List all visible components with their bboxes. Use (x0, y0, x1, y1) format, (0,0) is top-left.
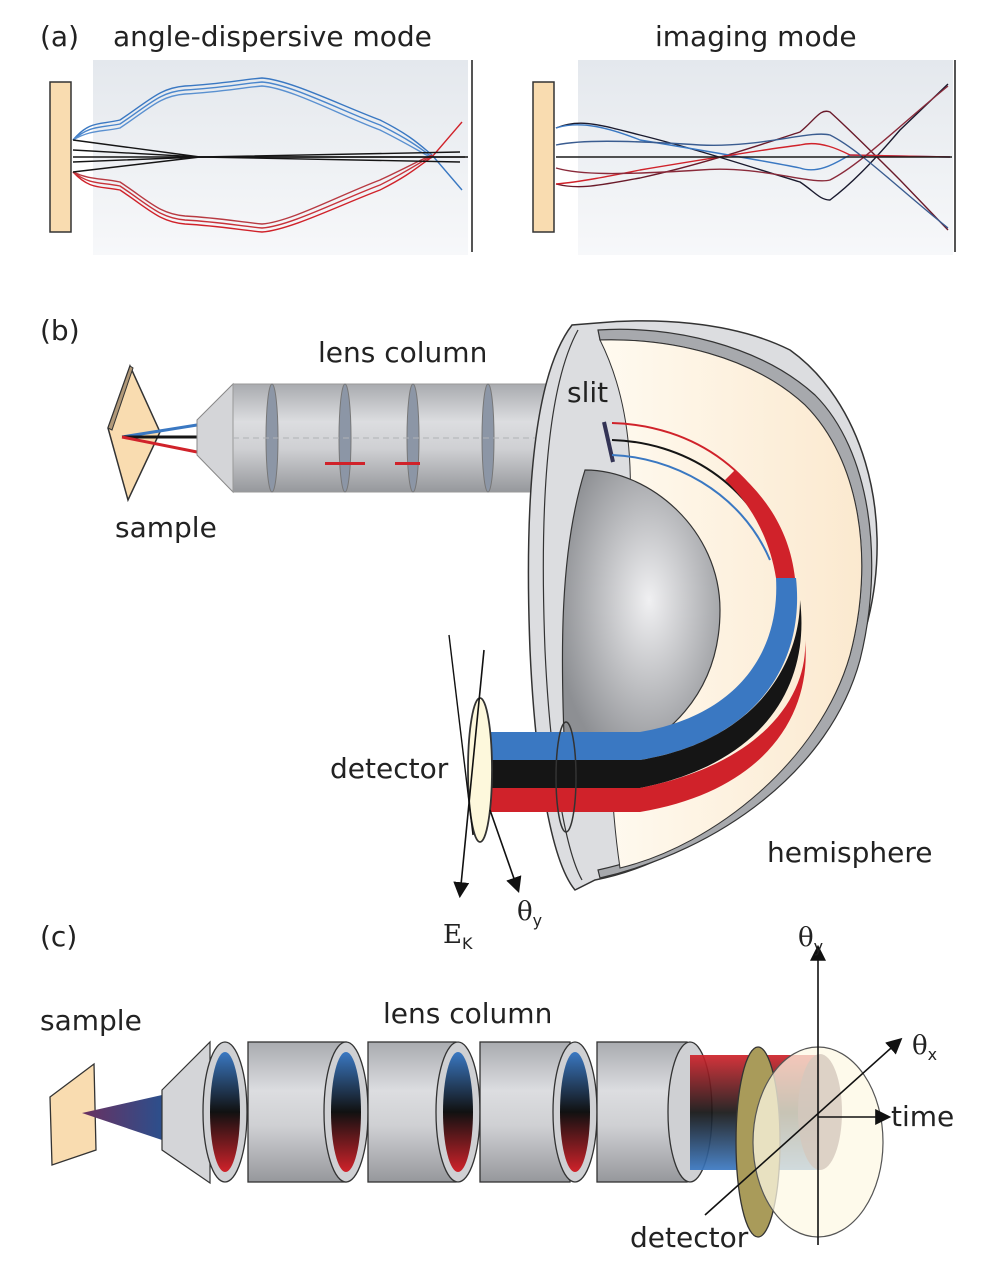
lens-segment (323, 1041, 369, 1183)
hemisphere-label: hemisphere (767, 836, 932, 869)
time-axis-label: time (891, 1100, 954, 1133)
panel-c-label: (c) (40, 920, 77, 953)
hemisphere-analyzer: slit (482, 320, 878, 891)
beam-cone (82, 1095, 162, 1140)
detector-label: detector (630, 1221, 749, 1254)
theta-y-axis-label: θy (798, 923, 823, 956)
panel-c: (c) sample lens column (40, 920, 954, 1254)
theta-y-axis-arrow (489, 809, 522, 894)
slit-label: slit (567, 376, 608, 409)
trajectories (72, 77, 468, 233)
lens-column-label: lens column (383, 997, 552, 1030)
theta-x-axis-arrow (704, 1037, 903, 1216)
sample-plate (49, 1062, 97, 1166)
angle-dispersive-plot (49, 60, 473, 255)
trajectories (555, 83, 952, 231)
ek-axis-label: EK (443, 920, 473, 953)
panel-b: (b) lens column sample (40, 314, 932, 953)
beam-red (485, 640, 806, 812)
beam-black (482, 600, 802, 788)
imaging-mode-plot (532, 60, 956, 255)
panel-a: (a) angle-dispersive mode imaging mode (40, 20, 956, 255)
slit (602, 421, 615, 463)
beam-blue (121, 423, 198, 439)
sample-label: sample (115, 511, 217, 544)
lens-column-label: lens column (318, 336, 487, 369)
lens-segment (435, 1041, 481, 1183)
sample-label: sample (40, 1004, 142, 1037)
detector-label: detector (330, 752, 449, 785)
angle-dispersive-title: angle-dispersive mode (113, 20, 432, 53)
lens-segment (552, 1041, 598, 1183)
sample-plate (532, 81, 555, 233)
lens-column (196, 382, 564, 494)
beam-red (121, 435, 198, 454)
panel-a-label: (a) (40, 20, 79, 53)
panel-b-label: (b) (40, 314, 80, 347)
lens-segment (202, 1041, 248, 1183)
theta-y-axis-label: θy (517, 897, 542, 930)
beam-blue (482, 578, 798, 760)
ek-axis-arrow (453, 649, 485, 899)
sample-plate (49, 81, 72, 233)
theta-x-axis-label: θx (912, 1031, 937, 1064)
imaging-mode-title: imaging mode (655, 20, 857, 53)
